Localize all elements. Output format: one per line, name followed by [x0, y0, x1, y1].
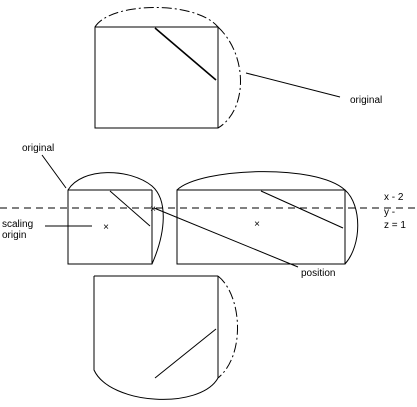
label-axis-x: x - 2: [384, 192, 404, 203]
bottom-shape: [93, 275, 238, 400]
scaled-x-shape-rect: [176, 189, 346, 265]
top-shape-arc: [94, 7, 219, 28]
original-shape: [67, 172, 164, 265]
copy-center-marker: ×: [254, 219, 260, 230]
label-axis-z: z = 1: [384, 220, 406, 231]
leader-position: [153, 207, 299, 268]
top-shape-arc-right: [217, 26, 241, 129]
bottom-shape-arc-right: [217, 275, 238, 379]
original-shape-diagonal: [109, 190, 151, 227]
label-scaling: scaling: [2, 219, 33, 230]
label-original-left: original: [22, 143, 54, 154]
top-shape: [94, 7, 241, 129]
leader-original-top: [245, 72, 341, 98]
scaling-origin-marker: ×: [103, 222, 109, 233]
position-marker: ×: [150, 204, 156, 215]
scaled-x-shape-arc-top: [176, 171, 346, 191]
top-shape-rect: [94, 26, 219, 129]
top-shape-diagonal: [154, 27, 217, 81]
label-axis-y: y -: [384, 207, 395, 218]
bottom-shape-diagonal: [154, 328, 217, 379]
original-shape-outline: [67, 172, 164, 265]
leader-original-left: [41, 154, 67, 189]
label-position: position: [301, 268, 335, 279]
label-original-top: original: [350, 95, 382, 106]
bottom-shape-outline-left: [93, 276, 219, 400]
scaled-x-shape: [176, 171, 359, 265]
label-origin: origin: [2, 230, 26, 241]
scaled-x-shape-arc-right: [344, 189, 359, 265]
scaled-x-shape-diagonal: [260, 190, 344, 229]
